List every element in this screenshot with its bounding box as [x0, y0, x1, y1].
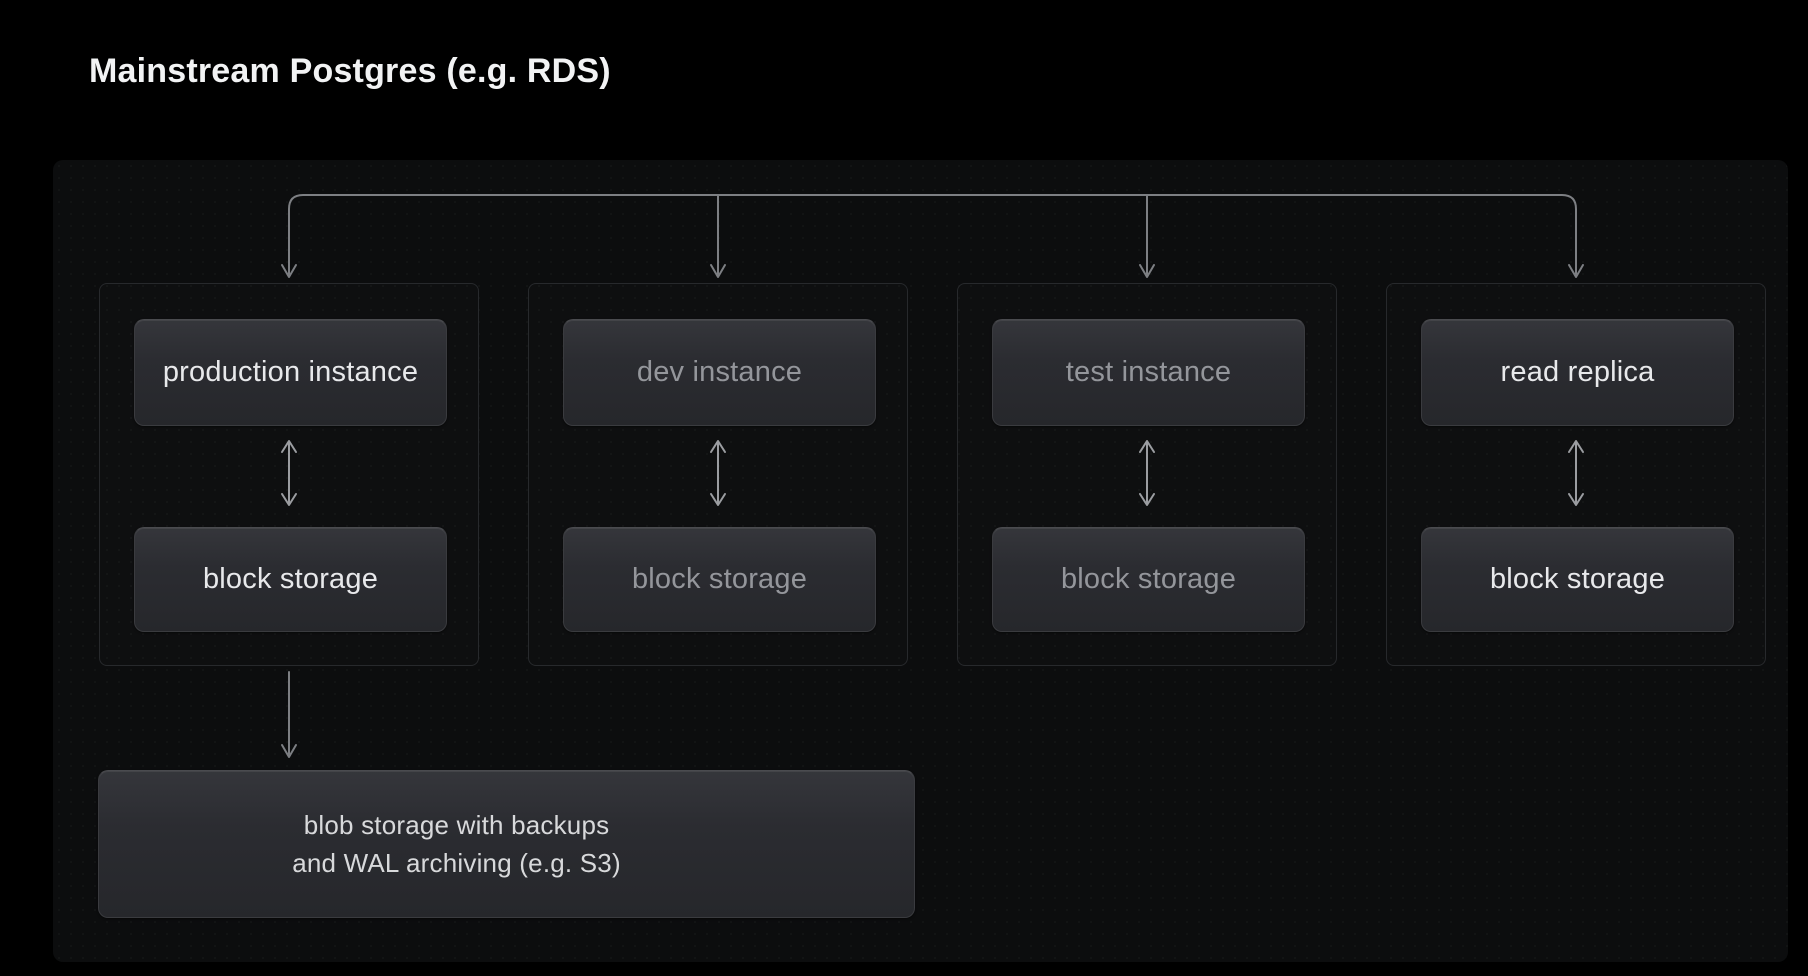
instance-node: production instance: [134, 319, 447, 426]
instance-label: test instance: [1065, 356, 1232, 388]
bidirectional-arrow-icon: [710, 440, 726, 506]
column-read-replica: read replica block storage: [1386, 283, 1766, 666]
blob-storage-label-line1: blob storage with backups: [303, 810, 610, 840]
column-dev: dev instance block storage: [528, 283, 908, 666]
blob-storage-label-line2: and WAL archiving (e.g. S3): [292, 848, 621, 878]
bidirectional-arrow-icon: [281, 440, 297, 506]
diagram-panel: production instance block storage dev in…: [53, 160, 1788, 962]
storage-node: block storage: [992, 527, 1305, 632]
instance-label: read replica: [1500, 356, 1655, 388]
bidirectional-arrow-icon: [1139, 440, 1155, 506]
instance-label: dev instance: [636, 356, 803, 388]
storage-label: block storage: [1489, 563, 1666, 595]
page-title: Mainstream Postgres (e.g. RDS): [89, 52, 611, 90]
storage-node: block storage: [1421, 527, 1734, 632]
column-production: production instance block storage: [99, 283, 479, 666]
storage-label: block storage: [202, 563, 379, 595]
storage-label: block storage: [1060, 563, 1237, 595]
storage-node: block storage: [134, 527, 447, 632]
instance-node: test instance: [992, 319, 1305, 426]
blob-storage-node: blob storage with backups and WAL archiv…: [98, 770, 915, 918]
instance-node: read replica: [1421, 319, 1734, 426]
instance-node: dev instance: [563, 319, 876, 426]
bidirectional-arrow-icon: [1568, 440, 1584, 506]
instance-label: production instance: [162, 356, 419, 388]
storage-node: block storage: [563, 527, 876, 632]
storage-label: block storage: [631, 563, 808, 595]
column-test: test instance block storage: [957, 283, 1337, 666]
